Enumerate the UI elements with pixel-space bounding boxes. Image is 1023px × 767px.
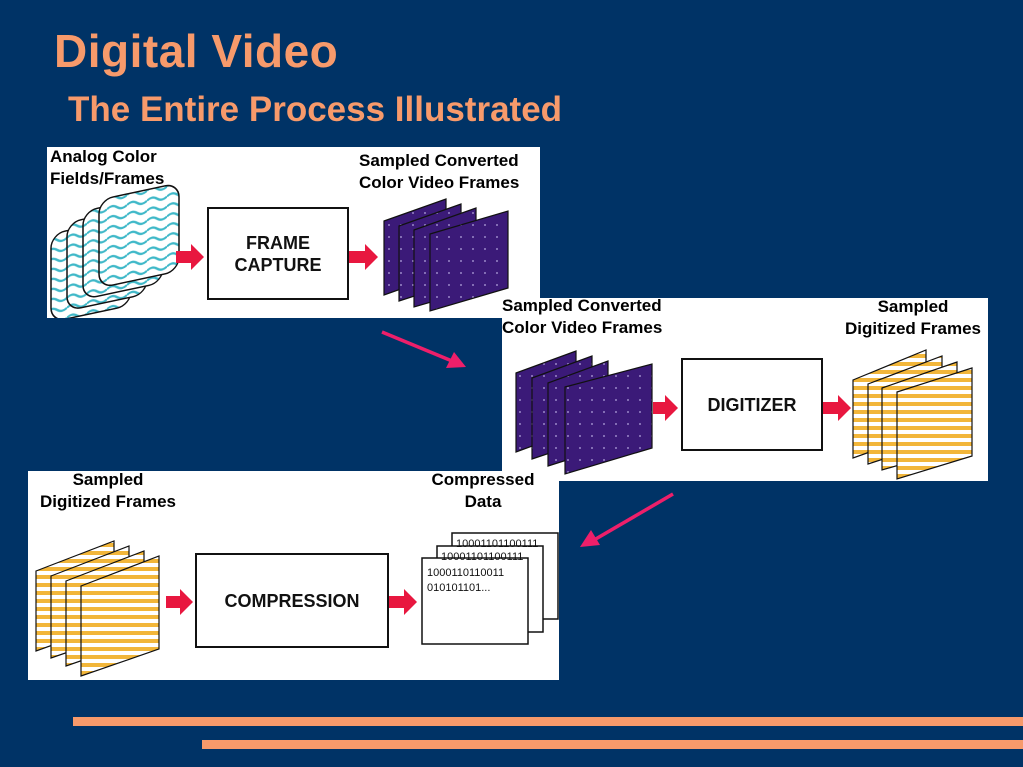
analog-frames-stack [50, 184, 180, 318]
data-page-front-line2: 010101101... [427, 582, 491, 594]
data-page-front-text: 1000110110011 010101101... [427, 566, 504, 596]
slide-title: Digital Video [54, 25, 339, 77]
flow-arrow-2a [653, 395, 678, 421]
compression-graphics [35, 532, 559, 677]
digitized-frames-label: Sampled Digitized Frames [844, 298, 982, 338]
flow-arrow-1a [176, 244, 204, 270]
frame-capture-box: FRAME CAPTURE [207, 207, 349, 300]
slide-subtitle: The Entire Process Illustrated [68, 90, 563, 129]
digitized-frames-label-2: Sampled Digitized Frames [39, 471, 177, 511]
compression-panel: Sampled Digitized Frames COMPRESSION Com… [28, 471, 559, 680]
frame-capture-graphics [50, 184, 509, 318]
analog-frames-label: Analog Color Fields/Frames [50, 147, 165, 188]
data-page-back-text: 10001101100111 [456, 538, 539, 550]
sampled-frames-label-2: Sampled Converted Color Video Frames [502, 298, 663, 337]
sampled-frames-label: Sampled Converted Color Video Frames [359, 151, 520, 192]
digitized-frames-stack-2 [35, 540, 160, 677]
flow-arrow-3b [389, 589, 417, 615]
data-page-mid-text: 10001101100111 [441, 551, 524, 560]
frame-capture-panel: Analog Color Fields/Frames FRAME CAPTURE… [47, 147, 540, 318]
digitized-frames-stack [852, 349, 973, 480]
digitizer-panel: Sampled Converted Color Video Frames DIG… [502, 298, 988, 481]
decorative-line-bottom [202, 740, 1023, 749]
flow-arrow-1b [349, 244, 378, 270]
compressed-data-pages [421, 532, 559, 645]
sampled-frames-stack-2 [515, 350, 653, 475]
flow-arrow-2b [822, 395, 851, 421]
flow-arrow-3a [166, 589, 193, 615]
digitizer-box: DIGITIZER [681, 358, 823, 451]
data-page-front-line1: 1000110110011 [427, 567, 505, 579]
decorative-line-top [73, 717, 1023, 726]
digitizer-graphics [515, 349, 973, 480]
sampled-frames-stack [383, 198, 509, 312]
connector-arrow-1 [381, 330, 466, 368]
connector-arrow-2 [580, 492, 674, 547]
compression-box: COMPRESSION [195, 553, 389, 648]
compressed-data-label: Compressed Data [431, 471, 535, 511]
